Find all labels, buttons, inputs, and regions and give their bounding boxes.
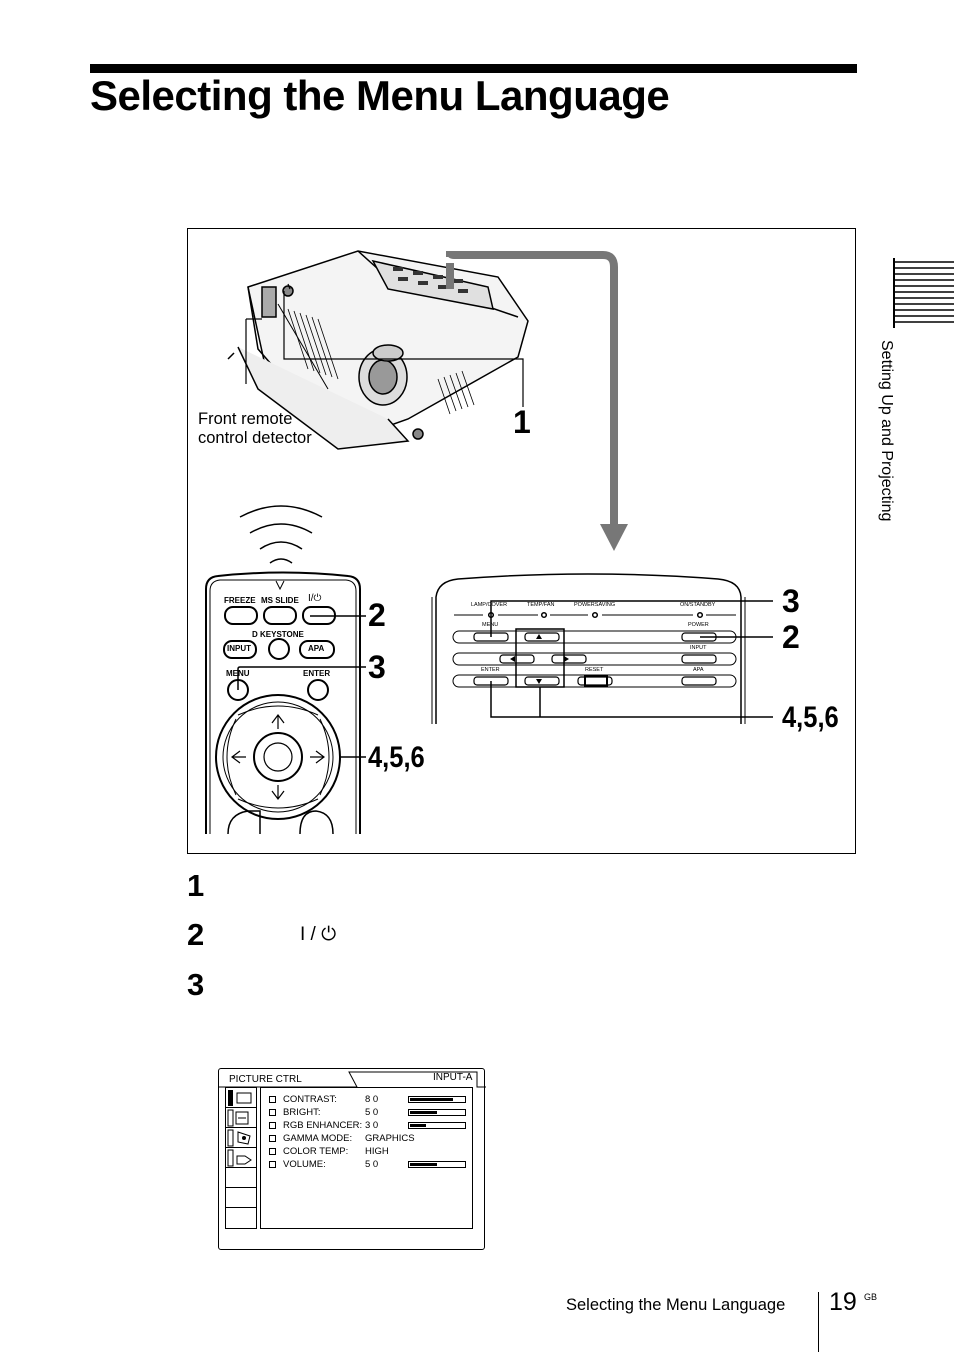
signal-icon[interactable] xyxy=(226,1108,256,1128)
ir-signal-icon xyxy=(239,505,323,564)
panel-label-menu: MENU xyxy=(482,622,499,628)
osd-row-value: HIGH xyxy=(365,1146,389,1157)
panel-label-power: POWER xyxy=(688,622,709,628)
remote-illustration xyxy=(205,571,361,835)
remote-label-power: I/⏻ xyxy=(308,593,322,604)
osd-row-value: 3 0 xyxy=(365,1120,379,1131)
panel-label-on-standby: ON/STANDBY xyxy=(680,602,716,608)
osd-row-value: 8 0 xyxy=(365,1094,379,1105)
figure-box: Front remote control detector 1 2 3 4,5,… xyxy=(187,228,856,854)
osd-level-bar xyxy=(408,1096,466,1103)
remote-label-enter: ENTER xyxy=(303,669,331,678)
osd-input-source: INPUT-A xyxy=(433,1072,473,1083)
side-tab-label: Setting Up and Projecting xyxy=(878,340,895,522)
osd-row-label: COLOR TEMP: xyxy=(283,1146,349,1157)
osd-empty-cell xyxy=(226,1168,256,1188)
panel-label-temp-fan: TEMP/FAN xyxy=(527,602,555,608)
osd-level-bar xyxy=(408,1161,466,1168)
remote-label-freeze: FREEZE xyxy=(224,596,256,605)
projector-illustration xyxy=(227,250,529,450)
gray-arrow xyxy=(446,250,618,524)
figure-illustration xyxy=(205,250,773,835)
remote-button-apa: APA xyxy=(308,644,325,653)
callout-remote-3: 3 xyxy=(368,649,386,685)
step-number-2: 2 xyxy=(187,917,205,952)
remote-label-menu: MENU xyxy=(226,669,250,678)
remote-label-d-keystone: D KEYSTONE xyxy=(252,630,304,639)
remote-label-ms-slide: MS SLIDE xyxy=(261,596,299,605)
callout-panel-2: 2 xyxy=(782,619,800,655)
osd-row-label: CONTRAST: xyxy=(283,1094,337,1105)
footer-section-title: Selecting the Menu Language xyxy=(566,1296,786,1314)
osd-row-marker xyxy=(269,1161,276,1168)
page-region-suffix: GB xyxy=(864,1292,878,1302)
page-number: 19 xyxy=(829,1288,857,1316)
osd-row-label: RGB ENHANCER: xyxy=(283,1120,363,1131)
osd-row-color-temp[interactable]: COLOR TEMP: HIGH xyxy=(261,1145,472,1158)
callout-remote-456: 4,5,6 xyxy=(368,741,425,774)
osd-row-label: BRIGHT: xyxy=(283,1107,321,1118)
panel-label-apa: APA xyxy=(693,667,704,673)
osd-row-gamma-mode[interactable]: GAMMA MODE: GRAPHICS xyxy=(261,1132,472,1145)
osd-row-volume[interactable]: VOLUME: 5 0 xyxy=(261,1158,472,1171)
osd-settings-panel: CONTRAST: 8 0 BRIGHT: 5 0 RGB ENHANCER: … xyxy=(260,1087,473,1229)
remote-button-input: INPUT xyxy=(227,644,251,653)
panel-label-reset: RESET xyxy=(585,667,604,673)
page-title: Selecting the Menu Language xyxy=(90,72,670,119)
osd-empty-cell xyxy=(226,1188,256,1208)
osd-row-marker xyxy=(269,1135,276,1142)
panel-label-lamp-cover: LAMP/COVER xyxy=(471,602,508,608)
osd-row-marker xyxy=(269,1122,276,1129)
title-rule xyxy=(90,64,857,73)
footer-divider xyxy=(818,1292,819,1352)
osd-row-contrast[interactable]: CONTRAST: 8 0 xyxy=(261,1093,472,1106)
step-number-1: 1 xyxy=(187,868,205,903)
osd-row-value: 5 0 xyxy=(365,1159,379,1170)
panel-label-powersaving: POWERSAVING xyxy=(574,602,616,608)
callout-panel-456: 4,5,6 xyxy=(782,701,839,734)
picture-icon[interactable] xyxy=(226,1088,256,1108)
step-number-3: 3 xyxy=(187,967,205,1002)
input-icon[interactable] xyxy=(226,1148,256,1168)
side-tab-stripes xyxy=(893,258,954,328)
osd-row-bright[interactable]: BRIGHT: 5 0 xyxy=(261,1106,472,1119)
panel-label-input: INPUT xyxy=(690,645,707,651)
osd-title: PICTURE CTRL xyxy=(229,1074,302,1085)
osd-menu: PICTURE CTRL INPUT-A CONTRAST: 8 0 BRIGH… xyxy=(218,1068,486,1250)
osd-icon-column xyxy=(225,1087,257,1229)
osd-level-bar xyxy=(408,1109,466,1116)
osd-level-bar xyxy=(408,1122,466,1129)
osd-row-value: 5 0 xyxy=(365,1107,379,1118)
panel-label-enter: ENTER xyxy=(481,667,500,673)
osd-row-marker xyxy=(269,1148,276,1155)
detector-label: Front remote control detector xyxy=(198,410,312,447)
callout-projector-1: 1 xyxy=(513,404,531,440)
setting-icon[interactable] xyxy=(226,1128,256,1148)
osd-row-label: GAMMA MODE: xyxy=(283,1133,353,1144)
osd-row-rgb-enhancer[interactable]: RGB ENHANCER: 3 0 xyxy=(261,1119,472,1132)
osd-row-marker xyxy=(269,1109,276,1116)
osd-row-marker xyxy=(269,1096,276,1103)
power-symbol-inline: I / ⏻ xyxy=(300,924,337,945)
callout-remote-2: 2 xyxy=(368,597,386,633)
osd-row-label: VOLUME: xyxy=(283,1159,326,1170)
osd-row-value: GRAPHICS xyxy=(365,1133,415,1144)
osd-empty-cell xyxy=(226,1208,256,1228)
callout-panel-3: 3 xyxy=(782,583,800,619)
